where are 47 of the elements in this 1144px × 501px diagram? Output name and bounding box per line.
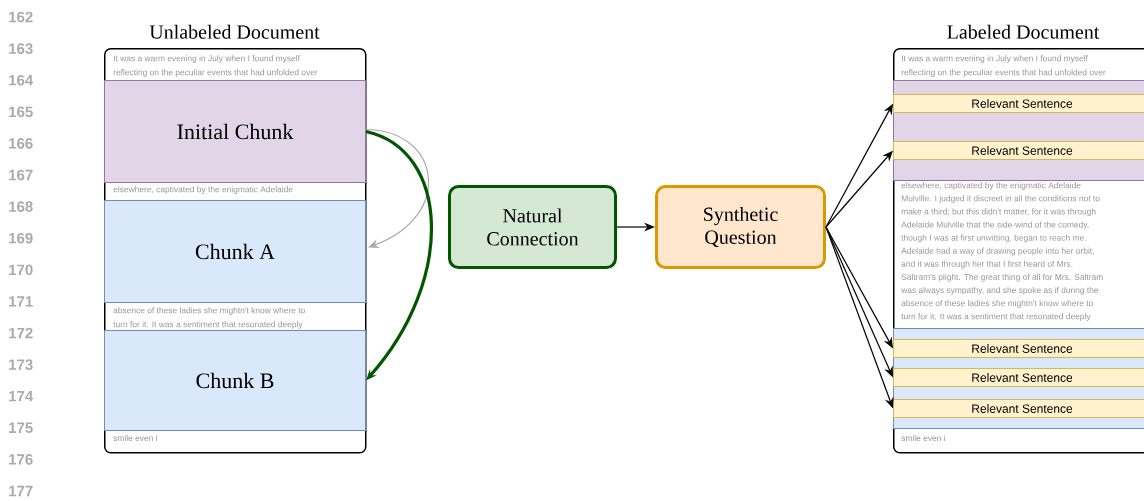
document-text: Adelaide Mulville that the side-wind of the comedy, — [901, 221, 1089, 230]
chunk-box: Chunk A — [104, 200, 366, 303]
sentence-highlight: Relevant Sentence — [893, 141, 1144, 160]
document-text: was always sympathy, and she spoke as if during the — [901, 286, 1099, 295]
document-text: absence of these ladies she mightn't know where to — [901, 300, 1093, 308]
line-number: 166 — [9, 138, 33, 149]
document-text: elsewhere, captivated by the enigmatic Adelaide — [901, 182, 1081, 190]
document-text: smile even i — [901, 434, 945, 442]
document-text: though I was at first unwitting, began to reach me. — [901, 234, 1086, 243]
document-text: Saltram's plight. The great thing of all for Mrs. Saltram — [901, 273, 1103, 282]
document-text: and it was through her that I first heard of Mrs. — [901, 260, 1073, 269]
chunk-box: Chunk B — [104, 330, 366, 431]
document-text: elsewhere, captivated by the enigmatic Adelaide — [113, 186, 293, 194]
document-text: reflecting on the peculiar events that had unfolded over — [901, 69, 1106, 77]
line-number: 167 — [9, 169, 33, 181]
line-number: 177 — [9, 485, 33, 497]
sentence-highlight: Relevant Sentence — [893, 94, 1144, 113]
arrow — [365, 128, 429, 248]
line-number: 164 — [9, 74, 34, 86]
line-number: 168 — [9, 201, 33, 212]
process-box: Synthetic Question — [655, 185, 826, 269]
line-number: 162 — [9, 11, 33, 23]
chunk-box: Initial Chunk — [104, 80, 366, 183]
document-text: make a third; but this didn't matter, for it was through — [901, 208, 1096, 217]
document-text: absence of these ladies she mightn't know where to — [113, 307, 305, 315]
document-text: turn for it. It was a sentiment that resonated deeply — [113, 321, 303, 329]
document-text: turn for it. It was a sentiment that resonated deeply — [901, 313, 1091, 321]
line-number: 173 — [9, 359, 33, 370]
line-number: 169 — [9, 232, 33, 244]
line-number: 165 — [9, 106, 33, 118]
line-number: 174 — [9, 391, 34, 402]
document-title: Labeled Document — [947, 24, 1100, 39]
document-text: It was a warm evening in July when I found myself — [113, 55, 300, 63]
line-number: 171 — [9, 296, 33, 307]
line-number: 172 — [9, 327, 33, 339]
document-text: Adelaide had a way of drawing people into her orbit, — [901, 247, 1094, 256]
document-title: Unlabeled Document — [149, 24, 320, 39]
sentence-highlight: Relevant Sentence — [893, 339, 1144, 358]
sentence-highlight: Relevant Sentence — [893, 368, 1144, 387]
line-number: 175 — [9, 422, 33, 434]
sentence-highlight: Relevant Sentence — [893, 399, 1144, 418]
line-number: 176 — [9, 454, 33, 465]
process-box: Natural Connection — [448, 185, 617, 269]
line-number: 163 — [9, 43, 33, 54]
document-text: It was a warm evening in July when I found myself — [902, 55, 1088, 63]
document-text: Mulville. I judged it discreet in all the conditions not to — [901, 195, 1100, 203]
line-number: 170 — [9, 264, 33, 276]
